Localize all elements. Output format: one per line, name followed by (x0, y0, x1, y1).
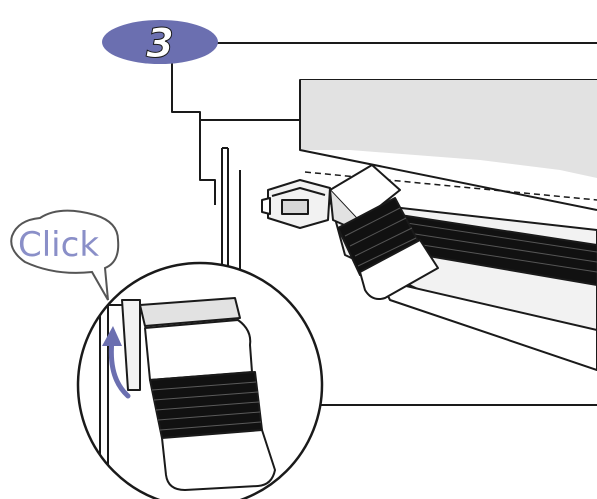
upper-cap (329, 164, 401, 223)
vertical-rod (221, 148, 229, 270)
housing-face (300, 80, 597, 178)
rail-dashed-edge (304, 171, 597, 201)
zoom-clip-tab (121, 299, 141, 391)
rotate-arrow-head (102, 326, 122, 346)
zoom-detail (76, 261, 324, 499)
click-callout: Click (10, 209, 120, 301)
step-badge-ellipse (102, 20, 218, 64)
zoom-bracket (139, 297, 241, 327)
cartridge-clip (261, 179, 331, 229)
rotate-arrow-icon (108, 337, 131, 399)
upper-spring-part (329, 164, 439, 300)
step-badge: 3 (102, 20, 218, 68)
step-number: 3 (146, 21, 174, 67)
upper-paddle (359, 239, 439, 300)
zoom-paddle (161, 429, 276, 491)
callout-label: Click (18, 225, 99, 265)
housing-inner-wall (199, 120, 216, 205)
callout-bubble (10, 209, 120, 301)
zoom-spring (149, 371, 263, 439)
zoom-cap (144, 319, 253, 381)
